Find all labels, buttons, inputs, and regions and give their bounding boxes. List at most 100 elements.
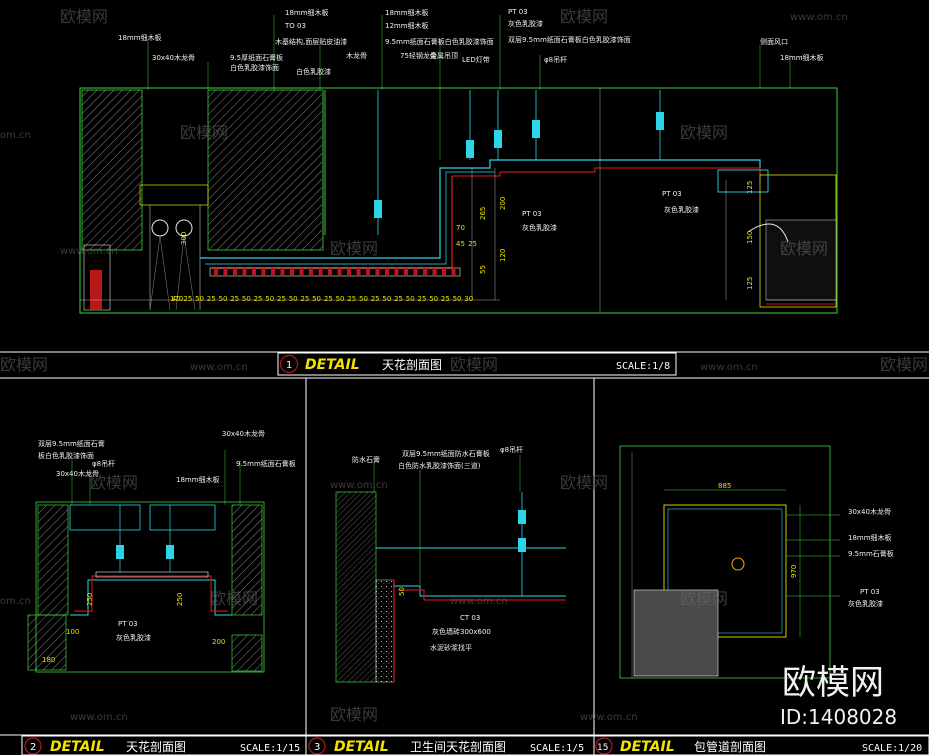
detail-15-drawing	[619, 445, 840, 679]
dimension: 200	[499, 197, 507, 210]
label: 防水石膏	[352, 455, 380, 464]
label: 木龙骨	[346, 51, 367, 60]
label: 18mm细木板	[285, 8, 329, 17]
ceiling-slat	[423, 268, 427, 276]
label: 双层9.5mm纸面防水石膏板	[402, 449, 490, 458]
dimension: 55	[479, 265, 487, 274]
label: φ8吊杆	[544, 55, 567, 64]
dimension: 50	[429, 295, 438, 303]
dimension: 970	[790, 565, 798, 578]
dimension: 50	[382, 295, 391, 303]
dimension: 50	[219, 295, 228, 303]
label: 灰色乳胶漆	[664, 205, 699, 214]
detail-scale: SCALE:1/5	[530, 743, 584, 754]
watermarks: 欧模网 欧模网 www.om.cn om.cn 欧模网 欧模网 www.om.c…	[0, 7, 928, 729]
watermark-domain: om.cn	[0, 130, 31, 141]
dimension: 265	[479, 207, 487, 220]
dimension: 50	[289, 295, 298, 303]
ceiling-slat	[309, 268, 313, 276]
detail-3-labels: 防水石膏 双层9.5mm纸面防水石膏板 白色防水乳胶漆饰面(三道) φ8吊杆 C…	[352, 445, 523, 652]
label: PT 03	[522, 210, 542, 218]
detail-number: 1	[286, 360, 292, 371]
dimension: 50	[453, 295, 462, 303]
detail-1-dimensions: 70 265 200 45 25 55 120 150 125 125 300 …	[170, 181, 754, 303]
watermark-brand: 欧模网	[560, 7, 608, 26]
label: 12mm细木板	[385, 21, 429, 30]
ceiling-slat	[375, 268, 380, 276]
detail-keyword: DETAIL	[50, 739, 105, 755]
label: 金属吊顶	[430, 51, 458, 60]
ceiling-slat	[328, 268, 332, 276]
label: 18mm细木板	[780, 53, 824, 62]
detail-scale: SCALE:1/20	[862, 743, 922, 754]
label: 白色防水乳胶漆饰面(三道)	[398, 461, 481, 470]
dimension: 50	[359, 295, 368, 303]
label: 灰色墙砖300x600	[432, 627, 491, 636]
ceiling-slat	[299, 268, 304, 276]
ceiling-slat	[233, 268, 237, 276]
label: 9.5mm纸面石膏板白色乳胶漆饰面	[385, 37, 494, 46]
label: φ8吊杆	[500, 445, 523, 454]
detail-number: 2	[30, 742, 36, 753]
ceiling-slat	[347, 268, 351, 276]
dimension: 180	[42, 656, 55, 664]
watermark-brand: 欧模网	[330, 705, 378, 724]
ceiling-slat	[404, 268, 408, 276]
label: 白色乳胶漆	[296, 67, 331, 76]
dimension: 25	[468, 240, 477, 248]
sheet-frame	[0, 351, 929, 736]
dimension: 200	[212, 638, 225, 646]
label: PT 03	[662, 190, 682, 198]
ceiling-slat	[223, 268, 228, 276]
watermark-brand: 欧模网	[180, 123, 228, 142]
label: LED灯带	[462, 55, 490, 64]
watermark-site: www.om.cn	[60, 246, 118, 257]
ceiling-slat	[451, 268, 456, 276]
ceiling-slats	[209, 267, 461, 277]
dimension: 120	[499, 249, 507, 262]
detail-number: 3	[314, 742, 320, 753]
dimension: 300	[180, 232, 188, 245]
label: 18mm细木板	[118, 33, 162, 42]
dimension: 25	[347, 295, 356, 303]
dimension: 25	[183, 295, 192, 303]
ceiling-slat	[318, 268, 323, 276]
label: PT 03	[508, 8, 528, 16]
detail-title: 天花剖面图	[126, 739, 186, 754]
label: 板白色乳胶漆饰面	[38, 451, 94, 460]
watermark-brand: 欧模网	[880, 355, 928, 374]
dimension: 25	[277, 295, 286, 303]
label: 木基结构,面层贴皮油漆	[275, 37, 347, 46]
watermark-site: www.om.cn	[700, 362, 758, 373]
ceiling-slat	[356, 268, 361, 276]
ceiling-slat	[214, 268, 218, 276]
detail-scale: SCALE:1/15	[240, 743, 300, 754]
label: 18mm细木板	[385, 8, 429, 17]
label: 灰色乳胶漆	[522, 223, 557, 232]
watermark-site: www.om.cn	[580, 712, 638, 723]
detail-title: 包管道剖面图	[694, 739, 766, 754]
detail-keyword: DETAIL	[334, 739, 389, 755]
detail-1-labels: 18mm细木板 9.5厚纸面石膏板 白色乳胶漆饰面 30x40木龙骨 18mm细…	[118, 8, 824, 232]
ceiling-slat	[366, 268, 370, 276]
title-block-3: 3 DETAIL 卫生间天花剖面图 SCALE:1/5	[305, 735, 595, 755]
dimension: 125	[746, 181, 754, 194]
label: 灰色乳胶漆	[508, 19, 543, 28]
detail-title: 天花剖面图	[382, 357, 442, 372]
dimension: 50	[195, 295, 204, 303]
dimension: 40	[172, 295, 181, 303]
dimension: 125	[746, 277, 754, 290]
label: φ8吊杆	[92, 459, 115, 468]
label: 18mm细木板	[176, 475, 220, 484]
detail-1-drawing	[79, 15, 838, 314]
title-block-2: 2 DETAIL 天花剖面图 SCALE:1/15	[21, 735, 307, 755]
detail-title: 卫生间天花剖面图	[410, 739, 506, 754]
watermark-brand: 欧模网	[560, 473, 608, 492]
ceiling-slat	[442, 268, 446, 276]
ceiling-slat	[280, 268, 285, 276]
watermark-id: ID:1408028	[780, 705, 897, 729]
detail-2-drawing	[27, 450, 265, 673]
dimension: 25	[230, 295, 239, 303]
dimension: 50	[265, 295, 274, 303]
dimension: 25	[254, 295, 263, 303]
